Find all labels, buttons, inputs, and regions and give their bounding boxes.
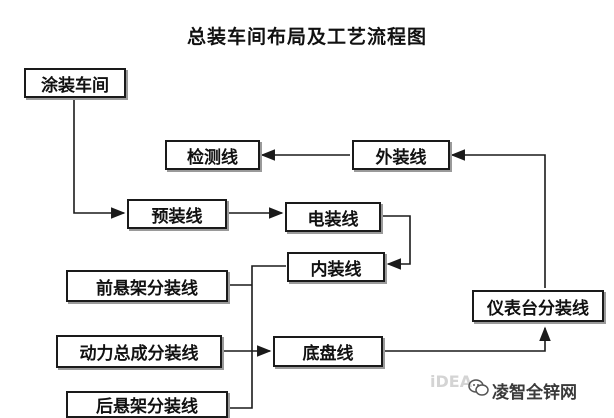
box-exterior-line: 外装线 xyxy=(352,140,450,170)
box-dashboard-line: 仪表台分装线 xyxy=(472,290,604,322)
arrow-chassis-to-dashboard xyxy=(384,326,551,352)
box-paint-shop: 涂装车间 xyxy=(24,68,126,98)
bus-interior-feed xyxy=(228,265,286,409)
arrow-electrical-to-interior xyxy=(382,215,411,270)
wechat-icon xyxy=(468,379,489,396)
box-interior-line: 内装线 xyxy=(287,252,385,282)
box-front-suspension-line: 前悬架分装线 xyxy=(66,270,228,302)
watermark-brand: 凌智全锌网 xyxy=(492,383,577,403)
diagram-title: 总装车间布局及工艺流程图 xyxy=(186,26,427,48)
box-electrical-line: 电装线 xyxy=(285,202,381,232)
box-chassis-line: 底盘线 xyxy=(273,336,383,367)
box-rear-suspension-line: 后悬架分装线 xyxy=(66,391,228,418)
arrow-paint-to-preassembly xyxy=(73,98,126,219)
box-pre-assembly-line: 预装线 xyxy=(127,199,227,229)
box-inspection-line: 检测线 xyxy=(165,140,260,170)
arrow-dashboard-to-exterior xyxy=(450,149,546,288)
box-powertrain-line: 动力总成分装线 xyxy=(56,335,222,368)
